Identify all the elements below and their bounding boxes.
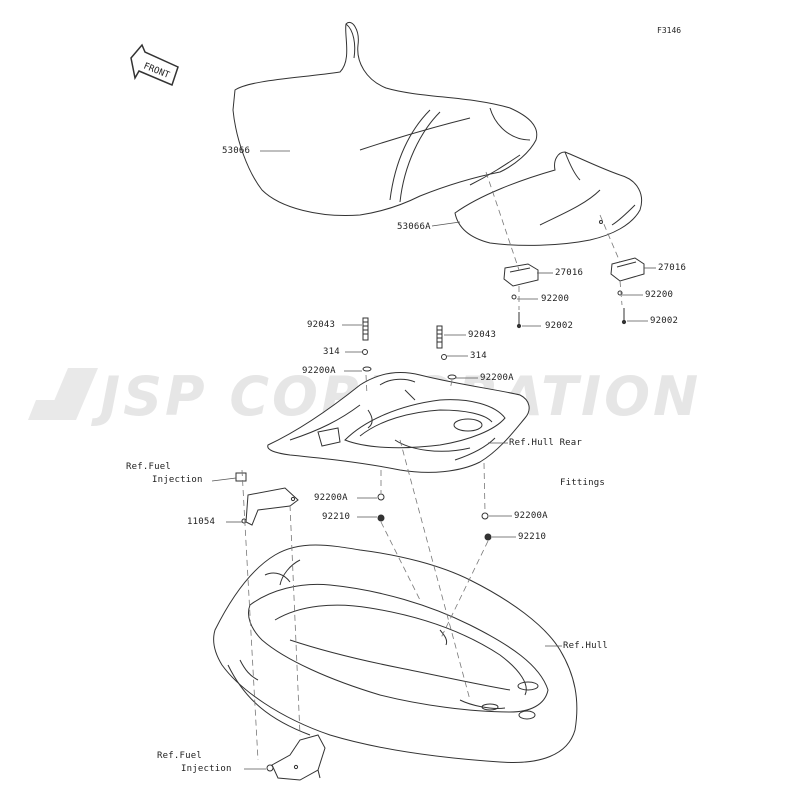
label-53066a: 53066A — [397, 222, 431, 232]
label-ref-hull-rear-line2: Fittings — [560, 478, 605, 488]
bolt-92043-left — [362, 317, 372, 372]
nut-92210-left — [377, 514, 385, 522]
label-314-right: 314 — [470, 351, 487, 361]
figure-id: F3146 — [657, 26, 682, 35]
latch-27016-left — [503, 263, 539, 329]
label-92200a-upper-left: 92200A — [302, 366, 336, 376]
front-arrow-icon: FRONT — [130, 43, 179, 87]
bracket-11054 — [235, 472, 299, 526]
hull — [213, 544, 578, 764]
label-92200-right: 92200 — [645, 290, 674, 300]
latch-27016-right — [610, 257, 645, 325]
label-92200a-upper-right: 92200A — [480, 373, 514, 383]
label-92210-right: 92210 — [518, 532, 547, 542]
washer-92200a-left — [377, 493, 385, 501]
label-ref-hull-rear-line1: Ref.Hull Rear — [509, 438, 583, 448]
label-92200a-lower-right: 92200A — [514, 511, 548, 521]
label-ref-fuel-1-line2: Injection — [152, 475, 203, 485]
label-92043-left: 92043 — [307, 320, 336, 330]
rear-fittings-assembly — [267, 371, 530, 473]
rear-seat-53066a — [454, 151, 643, 246]
label-92210-left: 92210 — [322, 512, 351, 522]
nut-92210-right — [484, 533, 492, 541]
front-seat-53066 — [232, 22, 538, 216]
label-ref-fuel-2-line1: Ref.Fuel — [157, 751, 202, 761]
label-92002-right: 92002 — [650, 316, 679, 326]
label-92200-left: 92200 — [541, 294, 570, 304]
label-11054: 11054 — [187, 517, 216, 527]
label-27016-right: 27016 — [658, 263, 687, 273]
lower-bracket — [266, 734, 326, 781]
washer-92200a-right — [481, 512, 489, 520]
label-92043-right: 92043 — [468, 330, 497, 340]
label-92002-left: 92002 — [545, 321, 574, 331]
label-ref-fuel-2-line2: Injection — [181, 764, 232, 774]
label-27016-left: 27016 — [555, 268, 584, 278]
bolt-92043-right — [436, 325, 457, 380]
label-ref-fuel-1-line1: Ref.Fuel — [126, 462, 171, 472]
label-ref-hull: Ref.Hull — [563, 641, 608, 651]
label-92200a-lower-left: 92200A — [314, 493, 348, 503]
label-53066: 53066 — [222, 146, 251, 156]
label-314-left: 314 — [323, 347, 340, 357]
